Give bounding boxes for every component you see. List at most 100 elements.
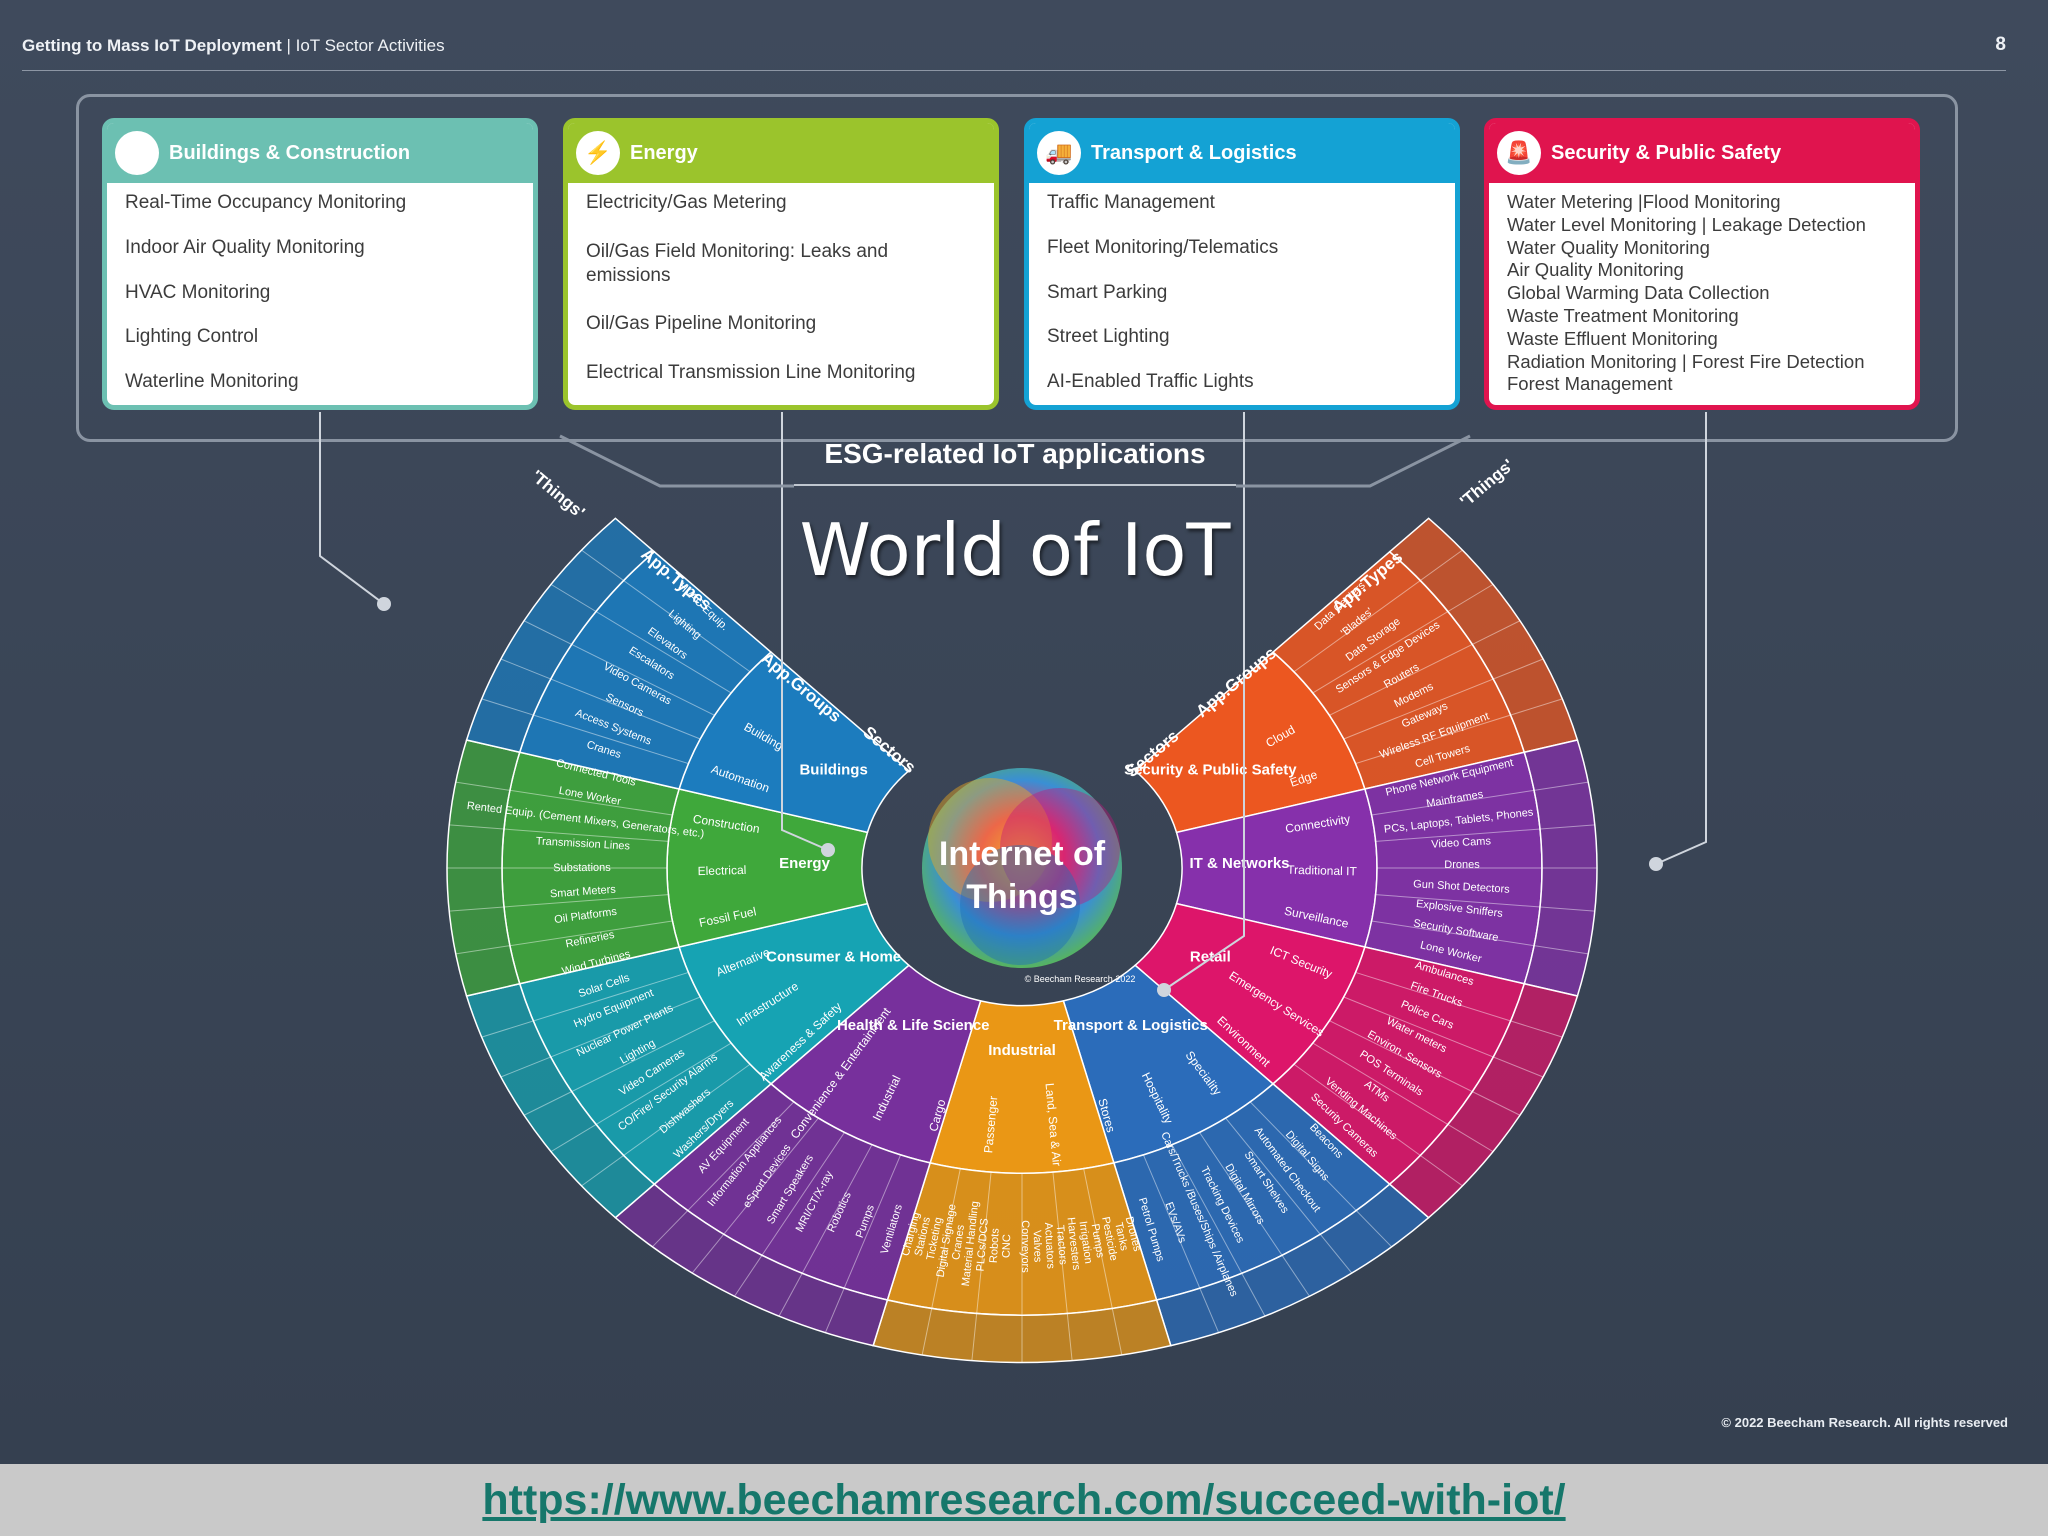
wheel-spoke xyxy=(523,1020,715,1116)
list-item: Waterline Monitoring xyxy=(125,371,299,392)
wheel-spoke xyxy=(1312,1042,1494,1153)
header-title-rest: | IoT Sector Activities xyxy=(281,36,445,55)
header-divider xyxy=(22,70,2006,71)
wheel-spoke xyxy=(778,1144,873,1317)
thing-label: Transmission Lines xyxy=(535,835,630,852)
wheel-spoke xyxy=(455,781,673,816)
wheel-spoke xyxy=(1052,1172,1073,1361)
card-list: Traffic Management Fleet Monitoring/Tele… xyxy=(1029,183,1455,394)
card-transport-logistics: 🚚Transport & Logistics Traffic Managemen… xyxy=(1024,118,1460,410)
hub-overlay-circle xyxy=(960,845,1080,965)
thing-label: Harvesters xyxy=(1064,1217,1082,1272)
card-title: Transport & Logistics xyxy=(1091,141,1297,164)
wheel-spoke xyxy=(1225,1117,1353,1274)
card-title: Energy xyxy=(630,141,698,164)
footer-link[interactable]: https://www.beechamresearch.com/succeed-… xyxy=(482,1476,1566,1524)
app-group-label: Electrical xyxy=(697,863,746,878)
header-title-bold: Getting to Mass IoT Deployment xyxy=(22,36,282,55)
wheel-ring-group xyxy=(447,549,1597,1363)
list-item: Waste Effluent Monitoring xyxy=(1507,327,1718,349)
connector-dot xyxy=(1649,857,1663,871)
thing-label: Video Cams xyxy=(1431,835,1492,850)
thing-label: Conveyors xyxy=(1019,1220,1031,1273)
list-item: Smart Parking xyxy=(1047,281,1168,303)
wheel-spoke xyxy=(1343,658,1544,740)
card-title: Buildings & Construction xyxy=(169,141,411,164)
card-buildings-construction: 🏗Buildings & Construction Real-Time Occu… xyxy=(102,118,538,410)
wheel-spoke xyxy=(1355,971,1563,1038)
wheel-spoke xyxy=(581,1063,751,1187)
connector-line-energy xyxy=(781,412,829,851)
sector-label: Consumer & Home xyxy=(766,949,901,966)
connector-dot xyxy=(821,843,835,857)
list-item: AI-Enabled Traffic Lights xyxy=(1047,371,1254,392)
axis-label-things-left: 'Things' xyxy=(527,467,588,523)
alarm-icon: 🚨 xyxy=(1497,131,1541,175)
iot-hub-circle xyxy=(922,768,1122,968)
list-item: Water Metering |Flood Monitoring xyxy=(1507,191,1781,212)
sector-label: Security & Public Safety xyxy=(1124,761,1297,778)
wheel-spoke xyxy=(1199,1132,1310,1297)
list-item: Air Quality Monitoring xyxy=(1507,259,1684,281)
list-item: Traffic Management xyxy=(1047,192,1215,213)
card-header: ⚡ Energy xyxy=(568,123,994,183)
frame-tab-left xyxy=(559,434,794,488)
copyright-notice: © 2022 Beecham Research. All rights rese… xyxy=(1721,1415,2008,1430)
wheel-spoke xyxy=(1312,583,1494,694)
list-item: Forest Management xyxy=(1507,373,1673,395)
card-security-public-safety: 🚨Security & Public Safety Water Metering… xyxy=(1484,118,1920,410)
sector-label: Transport & Logistics xyxy=(1054,1017,1208,1034)
wheel-spoke xyxy=(1083,1168,1123,1356)
card-header: 🚨Security & Public Safety xyxy=(1489,123,1915,183)
wheel-spoke xyxy=(481,971,689,1038)
hub-label-line1: Internet of xyxy=(939,835,1106,873)
list-item: Fleet Monitoring/Telematics xyxy=(1047,236,1279,258)
list-item: Street Lighting xyxy=(1047,326,1170,348)
connector-line-security xyxy=(1655,412,1707,865)
wheel-spoke xyxy=(500,658,701,740)
wind-turbine-icon: ⚡ xyxy=(576,131,620,175)
page-number: 8 xyxy=(1995,34,2006,55)
wheel-spoke xyxy=(1355,698,1563,765)
wheel-spoke xyxy=(1142,1154,1220,1333)
slide: Getting to Mass IoT Deployment | IoT Sec… xyxy=(0,0,2048,1464)
wheel-spoke xyxy=(1329,620,1521,716)
hub-overlay-circle xyxy=(1000,788,1120,908)
footer-bar xyxy=(0,1464,2048,1536)
wheel-spoke xyxy=(1371,920,1589,955)
wheel-spoke xyxy=(1293,549,1463,673)
wheel-spoke xyxy=(1375,824,1595,842)
wheel-spoke xyxy=(500,996,701,1078)
sector-label: Energy xyxy=(779,855,831,872)
list-item: Radiation Monitoring | Forest Fire Detec… xyxy=(1507,350,1865,372)
list-item: Electricity/Gas Metering xyxy=(586,192,787,213)
hub-label-line2: Things xyxy=(966,878,1077,916)
thing-label: Pumps xyxy=(1089,1223,1107,1259)
slide-header: Getting to Mass IoT Deployment | IoT Sec… xyxy=(22,36,445,56)
wheel-spoke xyxy=(581,549,751,673)
esg-underline xyxy=(794,484,1236,486)
frame-tab-right xyxy=(1236,434,1471,488)
connector-line-transport xyxy=(1163,412,1245,991)
card-header: 🏗Buildings & Construction xyxy=(107,123,533,183)
sector-label: Retail xyxy=(1190,949,1231,966)
list-item: Water Level Monitoring | Leakage Detecti… xyxy=(1507,213,1866,235)
wheel-spoke xyxy=(449,894,669,912)
esg-heading: ESG-related IoT applications xyxy=(824,438,1206,469)
list-item: HVAC Monitoring xyxy=(125,281,271,303)
card-list: Water Metering |Flood Monitoring Water L… xyxy=(1489,183,1915,396)
thing-label: Irrigation xyxy=(1077,1220,1095,1264)
wheel-spoke xyxy=(1249,1101,1392,1248)
wheel-spoke xyxy=(550,1042,732,1153)
cards-frame xyxy=(76,94,1958,442)
wheel-spoke xyxy=(734,1132,845,1297)
hub-credit: © Beecham Research 2022 xyxy=(1025,974,1136,984)
connector-line-buildings xyxy=(319,412,385,605)
card-list: Real-Time Occupancy Monitoring Indoor Ai… xyxy=(107,183,533,394)
connector-dot xyxy=(377,597,391,611)
wheel-spoke xyxy=(1293,1063,1463,1187)
wheel-sector-group xyxy=(446,517,1598,1364)
thing-label: Gun Shot Detectors xyxy=(1413,878,1511,896)
wheel-spoke xyxy=(1171,1144,1266,1317)
